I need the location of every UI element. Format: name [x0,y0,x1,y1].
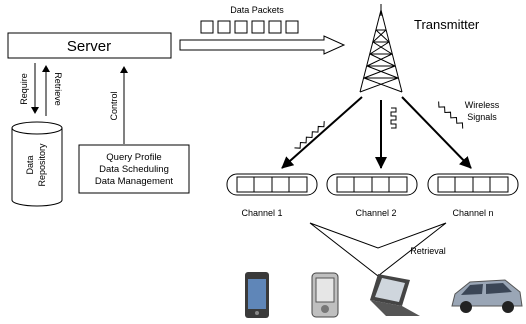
retrieval-label: Retrieval [410,246,446,256]
channel-n-label: Channel n [452,208,493,218]
channel-1-label: Channel 1 [241,208,282,218]
transmitter-label: Transmitter [414,17,480,32]
channel-2: Channel 2 [326,173,418,218]
channel-2-label: Channel 2 [355,208,396,218]
smartphone-icon [245,272,269,318]
packet-box [268,20,282,34]
control-label: Control [109,91,119,120]
repository-label-line1: Data [25,155,35,174]
require-retrieve-arrows: Require Retrieve [19,63,63,116]
retrieve-label: Retrieve [53,72,63,106]
retrieval-funnel: Retrieval [309,222,447,277]
server-node: Server [7,32,172,59]
control-line-data-scheduling: Data Scheduling [99,164,169,175]
packet-box [217,20,231,34]
control-arrow: Control [109,66,128,144]
wireless-signal-waves [294,101,464,149]
control-line-data-management: Data Management [95,176,174,187]
packet-box [234,20,248,34]
data-repository: Data Repository [11,121,63,207]
require-label: Require [19,73,29,105]
data-packets-label: Data Packets [230,5,284,15]
control-box: Query Profile Data Scheduling Data Manag… [78,144,190,194]
control-line-query-profile: Query Profile [106,152,161,163]
packet-box [200,20,214,34]
signal-arrows [281,96,472,169]
packet-box [251,20,265,34]
laptop-icon [370,274,420,316]
channel-n: Channel n [427,173,519,218]
broadcast-arrow [179,35,346,55]
packet-box [285,20,299,34]
wireless-label-line2: Signals [467,112,497,122]
data-packets: Data Packets [200,5,299,34]
pda-icon [311,272,339,318]
repository-label-line2: Repository [37,143,47,187]
server-label: Server [67,38,111,55]
channel-1: Channel 1 [226,173,318,218]
car-icon [451,279,523,313]
wireless-label-line1: Wireless [465,100,500,110]
transmitter-tower [359,4,403,93]
